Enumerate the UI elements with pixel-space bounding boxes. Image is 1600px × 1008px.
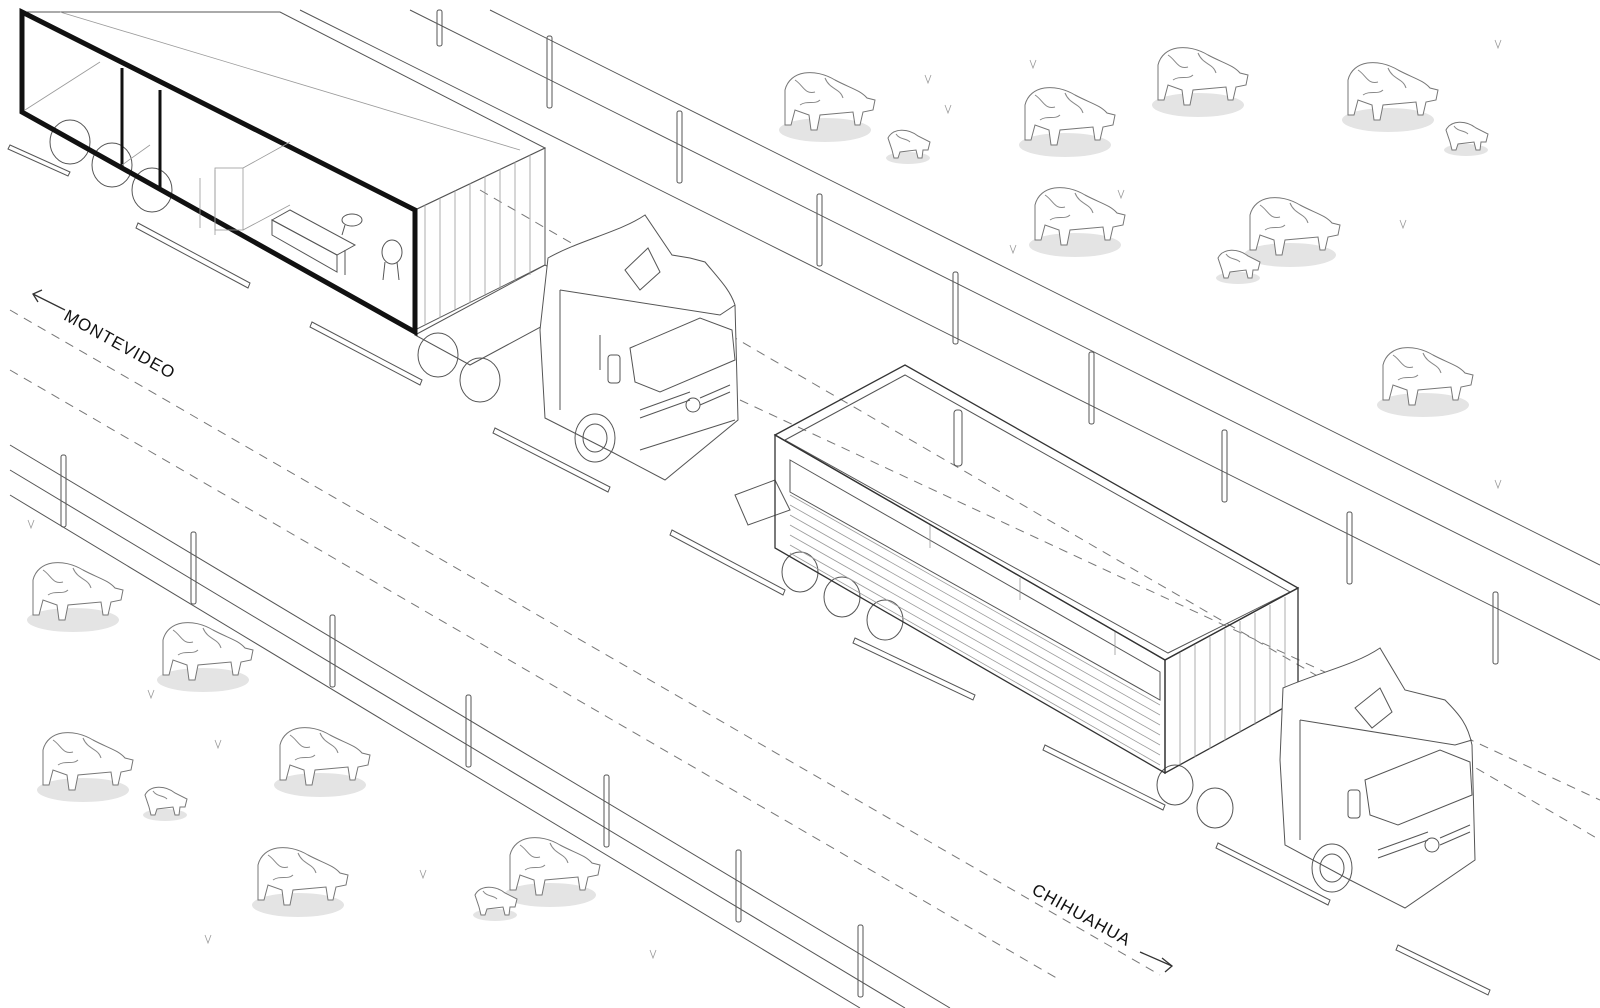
chair-icon (341, 213, 403, 281)
truck-2 (734, 364, 1476, 909)
cows-south (26, 562, 601, 922)
cows-north (778, 47, 1489, 418)
truck-1-cab (539, 214, 739, 481)
south-fence (9, 444, 951, 1008)
north-fence (299, 9, 1600, 665)
truck-2-cab (1279, 647, 1476, 909)
direction-arrows (32, 289, 1174, 973)
grass-tufts (27, 39, 1502, 960)
chimney-icon (953, 409, 963, 467)
sofa-icon (270, 209, 357, 275)
truck-1 (19, 7, 739, 481)
